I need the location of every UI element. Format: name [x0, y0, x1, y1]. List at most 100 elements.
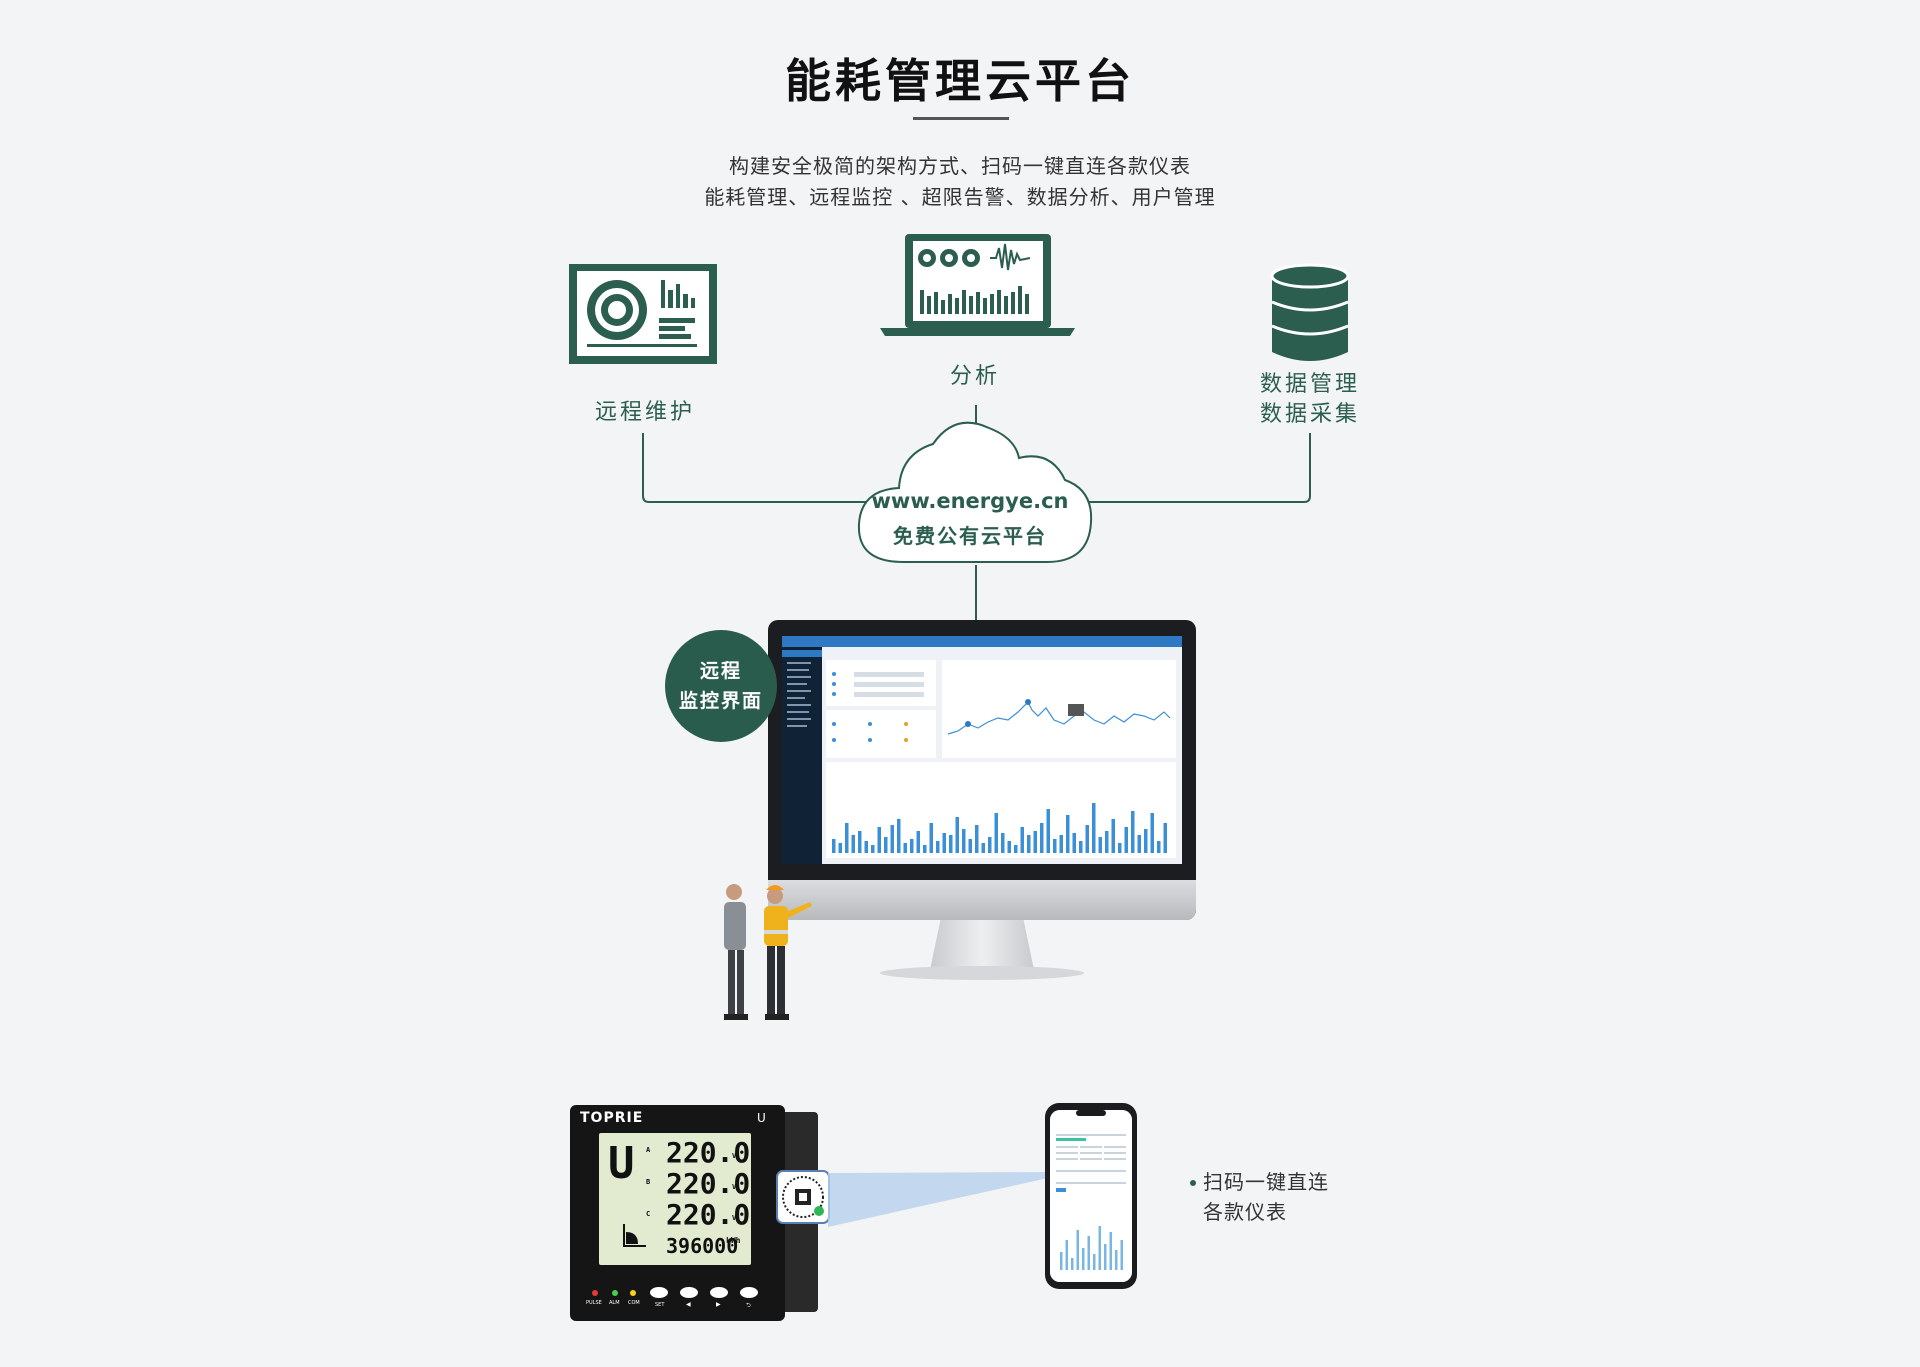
remote-maintenance-label: 远程维护 — [594, 400, 695, 425]
unit-c: V — [732, 1214, 737, 1222]
cloud-icon — [857, 421, 1093, 563]
meter-energy-reading: 396000 — [666, 1234, 739, 1258]
decor-bar — [981, 843, 985, 853]
badge-line-1: 远程 — [699, 660, 742, 682]
right-button[interactable] — [710, 1287, 728, 1298]
decor-bar — [962, 829, 966, 853]
alm-led — [612, 1290, 618, 1296]
badge-line-2: 监控界面 — [678, 690, 763, 712]
set-button[interactable] — [650, 1287, 668, 1298]
decor-bar — [858, 831, 862, 853]
decor-bar — [936, 841, 940, 853]
decor-bar — [1118, 843, 1122, 853]
decor-bar — [845, 823, 849, 853]
cloud-url[interactable]: www.energye.cn — [871, 489, 1069, 513]
monitor-chin — [768, 880, 1196, 920]
pulse-led — [592, 1290, 598, 1296]
decor-bar — [955, 817, 959, 853]
decor-bar — [877, 827, 881, 853]
decor-bar — [1098, 837, 1102, 853]
phone-decor-bar — [1065, 1240, 1068, 1270]
reading-phase-b: 220.0 — [666, 1167, 751, 1200]
decor-bar — [1020, 827, 1024, 853]
decor-bar — [1072, 833, 1076, 853]
decor-bar — [832, 839, 836, 853]
right-button-label: ▶ — [716, 1301, 721, 1308]
analysis-label: 分析 — [949, 364, 1000, 389]
subtitle-line-2: 能耗管理、远程监控 、超限告警、数据分析、用户管理 — [704, 185, 1216, 209]
phone-decor-bar — [1082, 1248, 1085, 1270]
decor-bar — [903, 843, 907, 853]
meter-energy-unit: kWh — [726, 1236, 741, 1245]
cloud-platform-label: 免费公有云平台 — [893, 524, 1047, 548]
decor-bar — [871, 845, 875, 853]
unit-a: V — [732, 1152, 737, 1160]
pulse-label: PULSE — [586, 1300, 602, 1306]
decor-bar — [1046, 809, 1050, 853]
scan-note-line-1: 扫码一键直连 — [1203, 1170, 1329, 1194]
phase-c-label: C — [646, 1210, 651, 1218]
decor-bar — [1053, 839, 1057, 853]
qr-code-icon[interactable] — [776, 1170, 830, 1224]
decor-bar — [851, 835, 855, 853]
alm-label: ALM — [609, 1300, 620, 1306]
scan-note-line-2: 各款仪表 — [1203, 1200, 1287, 1224]
decor-bar — [890, 825, 894, 853]
decor-bar — [1027, 835, 1031, 853]
phone-decor-bar — [1120, 1240, 1123, 1270]
phase-b-label: B — [646, 1178, 651, 1186]
decor-bar — [1157, 841, 1161, 853]
decor-bar — [1111, 819, 1115, 853]
decor-bar — [975, 825, 979, 853]
decor-bar — [1131, 811, 1135, 853]
left-button[interactable] — [680, 1287, 698, 1298]
decor-bar — [923, 845, 927, 853]
left-button-label: ◀ — [686, 1301, 691, 1308]
decor-bar — [1105, 831, 1109, 853]
phone-decor-bar — [1098, 1226, 1101, 1270]
com-led — [630, 1290, 636, 1296]
phone-decor-bar — [1076, 1230, 1079, 1270]
smartphone-screen — [1050, 1110, 1132, 1282]
quadrant-icon — [623, 1224, 646, 1247]
decor-bar — [1066, 815, 1070, 853]
dashboard-screenshot — [782, 636, 1182, 864]
scan-beam — [828, 1172, 1048, 1227]
decor-bar — [1085, 825, 1089, 853]
decor-bar — [1092, 803, 1096, 853]
decor-bar — [1040, 823, 1044, 853]
decor-bar — [897, 819, 901, 853]
phase-a-label: A — [646, 1146, 651, 1154]
decor-bar — [1007, 841, 1011, 853]
decor-bar — [1144, 829, 1148, 853]
subtitle-line-1: 构建安全极简的架构方式、扫码一键直连各款仪表 — [729, 154, 1191, 178]
decor-bar — [1137, 835, 1141, 853]
decor-bar — [1001, 833, 1005, 853]
phone-decor-bar — [1109, 1232, 1112, 1270]
decor-bar — [910, 839, 914, 853]
decor-bar — [1163, 823, 1167, 853]
back-button[interactable] — [740, 1287, 758, 1298]
back-button-label: ⮌ — [746, 1302, 751, 1309]
people-illustration — [724, 884, 812, 1020]
data-collection-label: 数据采集 — [1259, 402, 1360, 427]
laptop-analytics-icon — [880, 234, 1075, 336]
bar-chart-graphic — [832, 803, 1167, 853]
phone-decor-bar — [1060, 1252, 1063, 1270]
monitor-screen — [782, 636, 1182, 864]
database-icon — [1270, 263, 1350, 361]
decor-bar — [864, 841, 868, 853]
page-title: 能耗管理云平台 — [785, 54, 1135, 108]
reading-phase-c: 220.0 — [666, 1198, 751, 1231]
bullet-dot — [1190, 1180, 1196, 1186]
phone-decor-bar — [1071, 1258, 1074, 1270]
monitor-stand — [930, 920, 1034, 970]
decor-bar — [942, 833, 946, 853]
phone-decor-bar — [1093, 1254, 1096, 1270]
decor-bar — [1014, 845, 1018, 853]
reading-phase-a: 220.0 — [666, 1136, 751, 1169]
phone-decor-bar — [1087, 1236, 1090, 1270]
decor-bar — [1079, 841, 1083, 853]
decor-bar — [1124, 827, 1128, 853]
decor-bar — [994, 813, 998, 853]
